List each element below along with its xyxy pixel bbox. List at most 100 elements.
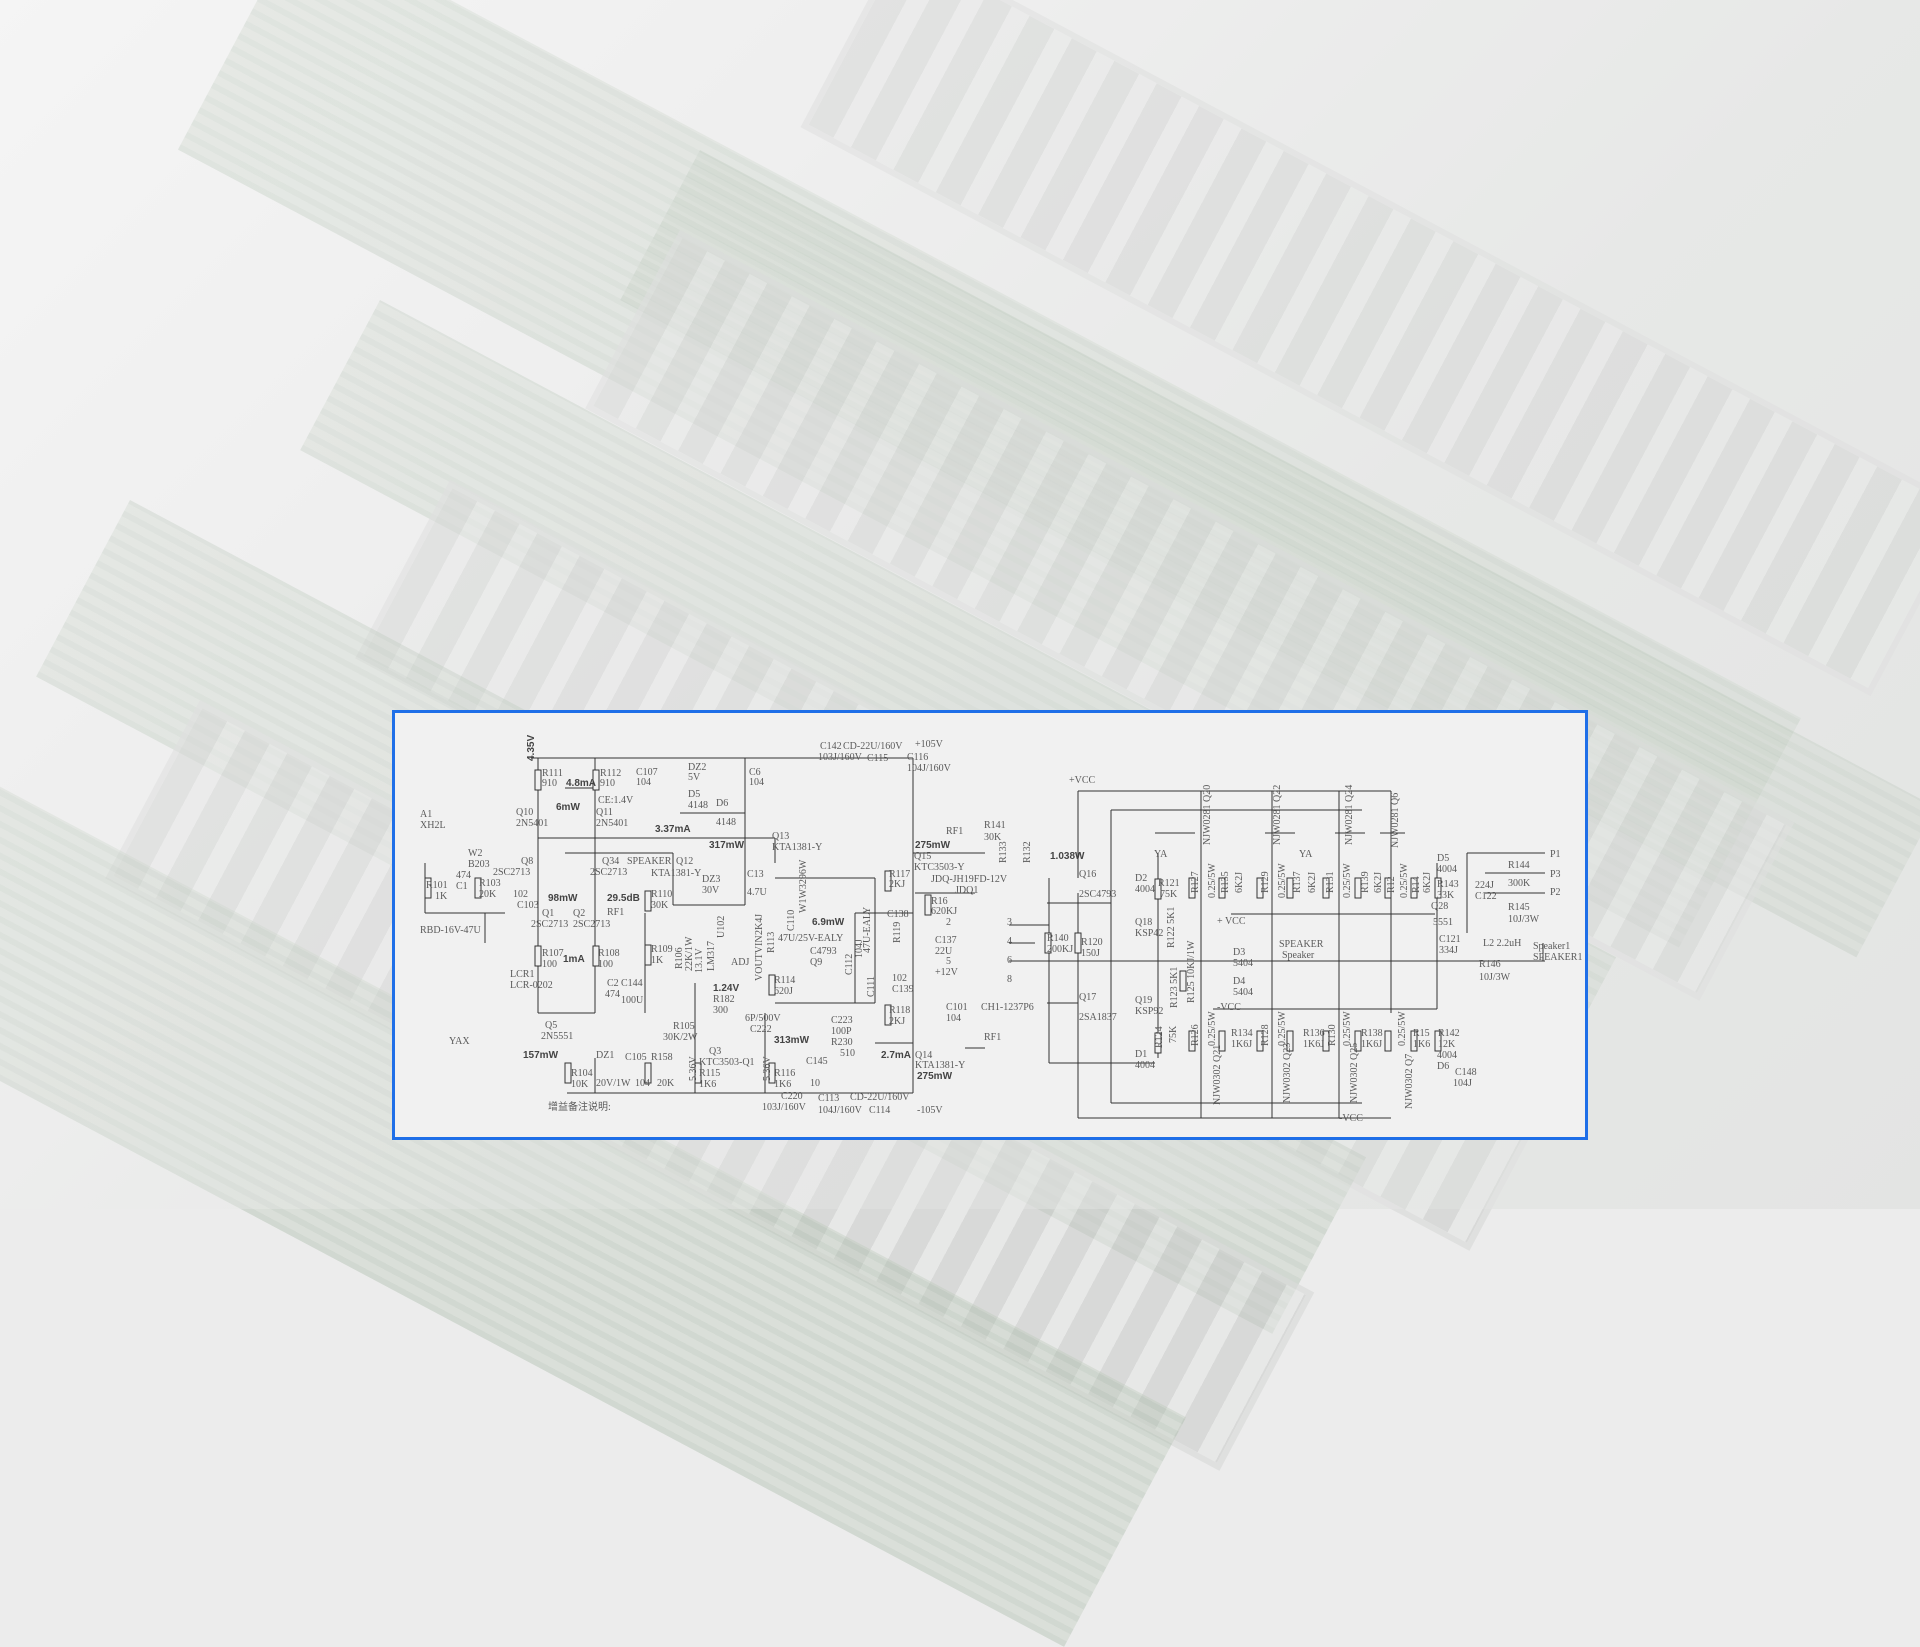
label-c121v: 334J	[1439, 945, 1458, 956]
label-c107: C107	[636, 767, 658, 778]
label-r124v: 75K	[1168, 1025, 1179, 1043]
label-q2: Q2	[573, 908, 586, 919]
label-q19v: KSP92	[1135, 1006, 1164, 1017]
label-pin8: 8	[1007, 974, 1012, 985]
label-r139v: 6K2J	[1373, 871, 1384, 893]
label-c6v: 104	[749, 777, 764, 788]
label-c121: C121	[1439, 934, 1461, 945]
label-c142v: 103J/160V	[818, 752, 862, 763]
label-c222v: 6P/500V	[745, 1013, 781, 1024]
label-u102: U102	[716, 915, 727, 938]
label-rf1b: RF1	[607, 907, 625, 918]
label-mw98: 98mW	[548, 893, 578, 904]
label-dz2: DZ2	[688, 762, 707, 773]
label-w025d: 0.25/5W	[1399, 863, 1410, 898]
resistor-symbol	[768, 974, 776, 996]
label-r121v: 75K	[1160, 889, 1178, 900]
label-dz3: DZ3	[702, 874, 721, 885]
label-q25: NJW0302 Q25	[1349, 1042, 1360, 1103]
label-q21: NJW0302 Q21	[1212, 1044, 1223, 1105]
label-r108: R108	[598, 948, 620, 959]
label-r182v: 300	[713, 1005, 728, 1016]
label-c105: C105	[625, 1052, 647, 1063]
label-q10: Q10	[516, 807, 534, 818]
label-p2: P2	[1550, 887, 1561, 898]
resistor-symbol	[1256, 877, 1264, 899]
label-c105v: 104	[635, 1078, 650, 1089]
label-c220v: 103J/160V	[762, 1102, 806, 1113]
label-d6b: D6	[1437, 1061, 1450, 1072]
label-v124: 1.24V	[713, 983, 740, 994]
label-c113: C113	[818, 1093, 840, 1104]
label-d6bv: 4004	[1437, 1050, 1457, 1061]
label-r110: R110	[651, 889, 673, 900]
resistor-symbol	[1154, 878, 1162, 900]
label-c145v: 10	[810, 1078, 820, 1089]
label-d1: D1	[1135, 1049, 1148, 1060]
label-ya2: YA	[1299, 849, 1313, 860]
label-c1: C1	[456, 881, 468, 892]
label-r103v: 20K	[479, 889, 497, 900]
resistor-symbol	[1188, 877, 1196, 899]
label-vccb: -VCC	[1339, 1113, 1363, 1124]
resistor-symbol	[1044, 932, 1052, 954]
resistor-symbol	[1322, 1030, 1330, 1052]
label-c122: C122	[1475, 891, 1497, 902]
label-lm317: LM317	[706, 941, 717, 971]
label-jdq: JDQ-JH19FD-12V	[931, 874, 1008, 885]
label-q11: Q11	[596, 807, 613, 818]
resistor-symbol	[1179, 970, 1187, 992]
label-dz1: DZ1	[596, 1050, 615, 1061]
label-r115: R115	[699, 1068, 721, 1079]
label-ch1: CH1-1237P6	[981, 1002, 1034, 1013]
resistor-symbol	[1410, 877, 1418, 899]
label-d3v: 5404	[1233, 958, 1253, 969]
label-d5b: D5	[1437, 853, 1450, 864]
label-c148: C148	[1455, 1067, 1477, 1078]
label-q11v: 2N5401	[596, 818, 629, 829]
label-c223v: 100P	[831, 1026, 852, 1037]
label-d5v: 4148	[688, 800, 708, 811]
label-q2v: 2SC2713	[573, 919, 611, 930]
label-c220: C220	[781, 1091, 803, 1102]
label-ma48: 4.8mA	[566, 778, 597, 789]
label-r110v: 30K	[651, 900, 669, 911]
label-r14v: 6K2J	[1422, 871, 1433, 893]
label-db295: 29.5dB	[607, 893, 640, 904]
label-spk1b: SPEAKER1	[1533, 952, 1583, 963]
label-c101: C101	[946, 1002, 968, 1013]
label-c114a: CD-22U/160V	[850, 1092, 910, 1103]
label-q8v: 2SC2713	[493, 867, 531, 878]
label-q22: NJW0281 Q22	[1272, 784, 1283, 845]
label-r125: R125 10KJ/1W	[1186, 940, 1197, 1004]
label-r105v: 30K/2W	[663, 1032, 698, 1043]
label-r115v: 1K6	[699, 1079, 717, 1090]
label-q20: NJW0281 Q20	[1202, 784, 1213, 845]
resistor-symbol	[768, 1062, 776, 1084]
label-r141v: 30K	[984, 832, 1002, 843]
label-w1038: 1.038W	[1050, 851, 1085, 862]
label-r130: R130	[1327, 1024, 1338, 1046]
label-q10v: 2N5401	[516, 818, 549, 829]
label-w2: W2	[468, 848, 483, 859]
label-vm105: -105V	[917, 1105, 943, 1116]
label-c101v: 104	[946, 1013, 961, 1024]
label-pin3: 3	[1007, 917, 1012, 928]
label-r124: R124	[1154, 1026, 1165, 1048]
label-r101v: 1K	[435, 891, 448, 902]
label-rbd: RBD-16V-47U	[420, 925, 481, 936]
label-r113: R113	[766, 931, 777, 953]
label-mw275a: 275mW	[915, 840, 951, 851]
label-vcc2: + VCC	[1217, 916, 1246, 927]
label-d6: D6	[716, 798, 729, 809]
label-d1v: 4004	[1135, 1060, 1155, 1071]
label-c2v: 474	[605, 989, 620, 1000]
label-w025b: 0.25/5W	[1277, 863, 1288, 898]
label-q34: Q34	[602, 856, 620, 867]
label-mw6: 6mW	[556, 802, 580, 813]
label-q23: NJW0302 Q23	[1282, 1042, 1293, 1103]
label-r138v: 1K6J	[1361, 1039, 1383, 1050]
label-d2v: 4004	[1135, 884, 1155, 895]
label-q3v: KTC3503-Q1	[699, 1057, 755, 1068]
label-lcr1v: LCR-0202	[510, 980, 553, 991]
